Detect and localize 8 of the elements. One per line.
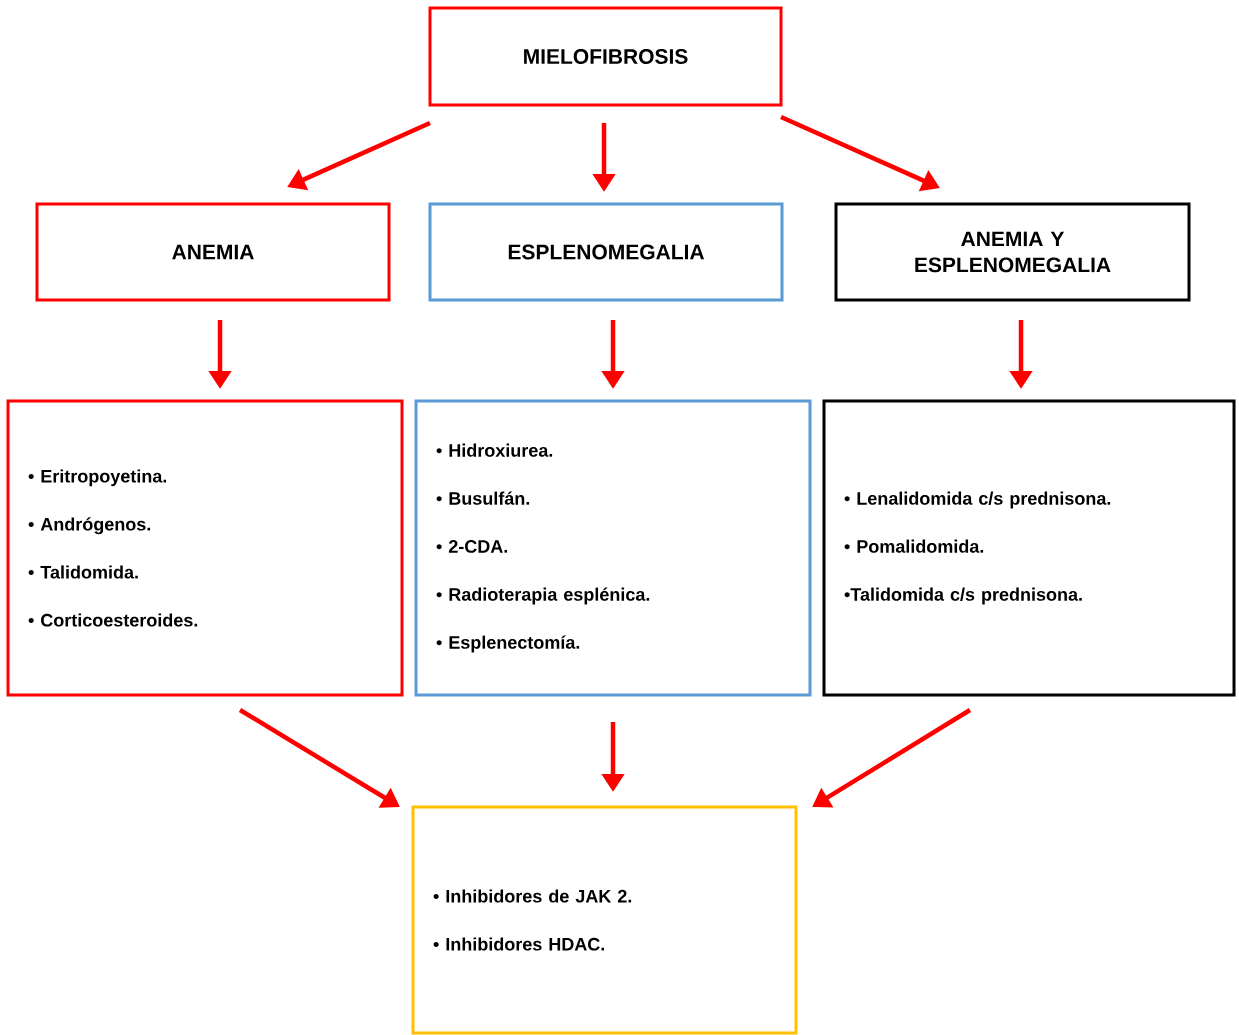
heading-box: ANEMIA Y ESPLENOMEGALIA xyxy=(834,202,1191,302)
list-box: • Hidroxiurea. • Busulfán. • 2-CDA. • Radioterapia esplénica. • Esplenectomía. xyxy=(414,399,812,697)
list-box: • Lenalidomida c/s prednisona. • Pomalidomida. •Talidomida c/s prednisona. xyxy=(822,399,1236,697)
heading-box: MIELOFIBROSIS xyxy=(428,6,783,107)
list-box: • Eritropoyetina. • Andrógenos. • Talidomida. • Corticoesteroides. xyxy=(6,399,404,697)
list-box: • Inhibidores de JAK 2. • Inhibidores HDAC. xyxy=(411,805,798,1035)
heading-box: ESPLENOMEGALIA xyxy=(428,202,784,302)
heading-box: ANEMIA xyxy=(35,202,391,302)
